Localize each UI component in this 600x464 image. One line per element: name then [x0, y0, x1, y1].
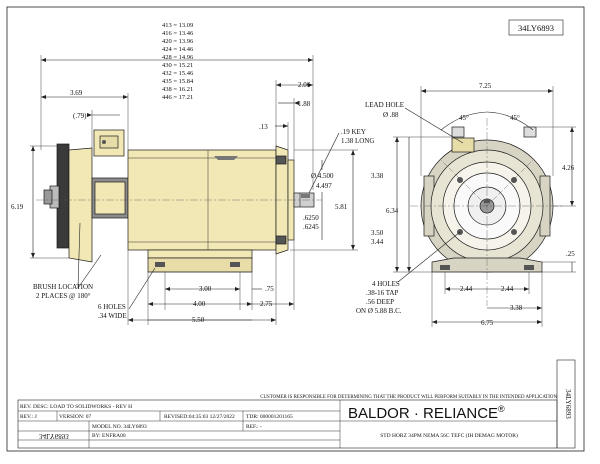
- dim-3-69: 3.69: [70, 89, 83, 97]
- tdr: TDR: 000001201165: [246, 414, 293, 420]
- rev: REV.: J: [20, 414, 38, 420]
- length-row-8: 435 = 15.84: [162, 78, 194, 85]
- shaft-tol-1: .6250: [303, 214, 319, 222]
- motor-side-view: [36, 129, 322, 273]
- tap-note-1: 4 HOLES: [372, 280, 400, 288]
- length-row-3: 420 = 13.96: [162, 38, 194, 45]
- drawing-id-vertical: 34LY6893: [564, 389, 572, 419]
- dim-2-06: 2.06: [298, 81, 311, 89]
- version: VERSION: 07: [59, 414, 91, 420]
- dim-3-38-h: 3.38: [510, 304, 523, 312]
- motor-end-view: [410, 118, 564, 306]
- drawing-id: 34LY6893: [518, 23, 554, 33]
- disclaimer: CUSTOMER IS RESPONSIBLE FOR DETERMINING …: [260, 395, 557, 400]
- title-block: CUSTOMER IS RESPONSIBLE FOR DETERMINING …: [17, 359, 576, 449]
- side-view-dimensions: 3.69 (.79) 6.19 2.06 1.88 .13 .19 KEY 1.…: [11, 80, 374, 325]
- dim-5-81: 5.81: [335, 203, 348, 211]
- dim-0-79: (.79): [73, 112, 87, 120]
- shaft-tol-2: .6245: [303, 223, 319, 231]
- dim-4-26: 4.26: [562, 164, 575, 172]
- brush-note-1: BRUSH LOCATION: [33, 283, 93, 291]
- shaft-dia-2: 4.497: [316, 182, 332, 190]
- length-row-10: 446 = 17.21: [162, 94, 193, 101]
- length-row-5: 428 = 14.96: [162, 54, 194, 61]
- dim-3-38-v: 3.38: [371, 172, 384, 180]
- ref: REF.: -: [246, 424, 262, 430]
- holes-note-1: 6 HOLES: [98, 303, 126, 311]
- key-note-1: .19 KEY: [341, 128, 366, 136]
- model-no: MODEL NO. 34LY6893: [92, 424, 147, 430]
- dim-2-44-right: 2.44: [501, 285, 514, 293]
- dim-0-75: .75: [265, 285, 274, 293]
- dim-6-75: 6.75: [481, 319, 494, 327]
- lead-hole-2: Ø .88: [383, 111, 399, 119]
- mirrored-id: 34LY6893: [39, 432, 69, 440]
- dim-5-50: 5.50: [192, 316, 205, 324]
- length-row-2: 416 = 13.46: [162, 30, 194, 37]
- holes-note-2: .34 WIDE: [98, 312, 127, 320]
- rev-desc: REV. DESC: LOAD TO SOLIDWORKS - REV H: [20, 404, 132, 410]
- motor-description: STD HORZ 34PM NEMA 56C TEFC (IH DEMAG MO…: [380, 432, 518, 439]
- tap-note-3: .56 DEEP: [366, 298, 394, 306]
- dim-3-00: 3.00: [199, 285, 212, 293]
- length-row-7: 432 = 15.46: [162, 70, 194, 77]
- lead-hole-1: LEAD HOLE: [365, 101, 404, 109]
- dim-0-13: .13: [259, 123, 268, 131]
- dim-2-75: 2.75: [260, 300, 273, 308]
- dim-6-19: 6.19: [11, 203, 24, 211]
- dim-4-00: 4.00: [193, 300, 206, 308]
- drawing-id-box: [508, 19, 564, 36]
- length-row-9: 438 = 16.21: [162, 86, 193, 93]
- dim-3-50: 3.50: [371, 229, 384, 237]
- dim-2-44-left: 2.44: [460, 285, 473, 293]
- shaft-dia-1: Ø 4.500: [311, 172, 334, 180]
- revised: REVISED:04:35:03 12/27/2022: [164, 414, 235, 420]
- length-row-6: 430 = 15.21: [162, 62, 193, 69]
- dim-1-88: 1.88: [298, 100, 311, 108]
- end-view-dimensions: 7.25 45° 45° LEAD HOLE Ø .88 3.38 6.34 3…: [356, 82, 576, 327]
- sheet-border: [6, 6, 585, 452]
- by: BY: ENFRA00: [92, 433, 126, 439]
- brand-logo: BALDOR · RELIANCE®: [348, 404, 505, 422]
- key-note-2: 1.38 LONG: [341, 137, 374, 145]
- length-row-1: 413 = 13.09: [162, 22, 193, 29]
- dim-0-25: .25: [566, 250, 575, 258]
- angle-45-left: 45°: [459, 114, 469, 122]
- tap-note-4: ON Ø 5.88 B.C.: [356, 307, 402, 315]
- angle-45-right: 45°: [510, 114, 520, 122]
- length-table: 413 = 13.09 416 = 13.46 420 = 13.96 424 …: [162, 22, 194, 101]
- length-row-4: 424 = 14.46: [162, 46, 194, 53]
- dim-7-25: 7.25: [479, 82, 492, 90]
- dim-6-34: 6.34: [386, 207, 399, 215]
- brush-note-2: 2 PLACES @ 180°: [36, 292, 91, 300]
- tap-note-2: .38-16 TAP: [366, 289, 398, 297]
- dim-3-44: 3.44: [371, 238, 384, 246]
